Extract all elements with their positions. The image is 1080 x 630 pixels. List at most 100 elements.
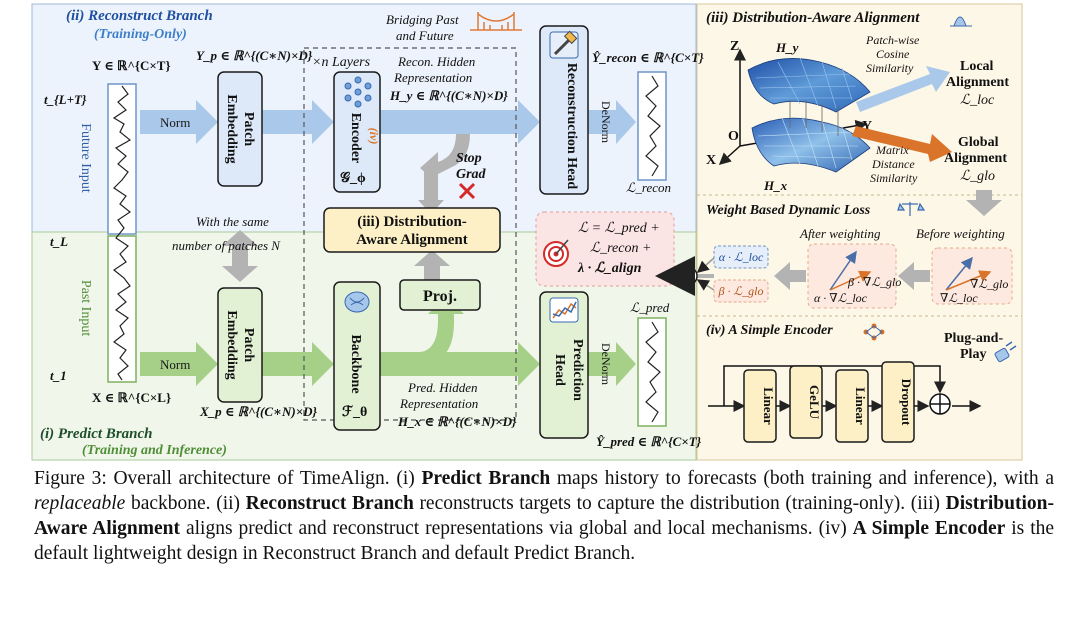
alpha-loc-label: α · ℒ_loc	[719, 250, 764, 264]
matrix-l2: Distance	[871, 157, 915, 171]
neural-network-icon	[344, 76, 372, 108]
pred-hidden-l3: H_x ∈ ℝ^{(C∗N)×D}	[397, 414, 517, 429]
beta-glo-label: β · ℒ_glo	[718, 284, 764, 298]
before-loc-vector	[945, 256, 973, 291]
encoder-label: Encoder	[348, 113, 363, 164]
recon-output-signal	[645, 75, 661, 177]
proj-up-arrow	[414, 250, 450, 280]
dist-align-l2: Aware Alignment	[356, 232, 468, 248]
backbone-box	[333, 281, 381, 431]
y-recon-label: Ŷ_recon ∈ ℝ^{C×T}	[592, 50, 704, 65]
proj-box	[399, 279, 481, 311]
recon-output-window	[637, 71, 667, 181]
caption-s1-pre: (i)	[396, 468, 422, 489]
stop-grad-l1: Stop	[456, 151, 482, 166]
matrix-l1: Matrix	[875, 143, 909, 157]
stop-grad-stem	[424, 170, 438, 206]
plug-icon	[994, 341, 1017, 363]
pred-output-signal	[645, 321, 661, 423]
total-loss-l1: ℒ = ℒ_pred +	[578, 221, 660, 236]
y-pred-label: Ŷ_pred ∈ ℝ^{C×T}	[596, 434, 702, 449]
same-patches-l2: number of patches N	[172, 238, 281, 253]
axis-x: X	[706, 153, 716, 168]
caption-s4-pre: (iv)	[812, 518, 853, 539]
pred-patch-embedding	[217, 287, 263, 403]
caption-s3-post: aligns predict and reconstruct represent…	[180, 518, 813, 539]
recon-head-box	[539, 25, 589, 195]
predict-branch-title: (i) Predict Branch	[40, 426, 153, 442]
hx-label: H_x	[763, 178, 788, 193]
pred-norm-arrow	[140, 342, 218, 386]
sigma-label: Σ	[684, 270, 692, 284]
pred-denorm: DeNorm	[599, 343, 613, 386]
recon-patch-embedding	[217, 71, 263, 187]
pred-embed-arrow	[262, 342, 334, 386]
before-glo-label: ∇ℒ_glo	[970, 277, 1008, 291]
panel-iii-title: (iii) Distribution-Aware Alignment	[706, 10, 920, 26]
local-arrow	[856, 66, 950, 112]
global-l2: Alignment	[944, 151, 1007, 166]
backbone-symbol: ℱ_θ	[342, 405, 367, 420]
pred-output-window	[637, 317, 667, 427]
layer-box-1	[789, 365, 823, 439]
future-matrix: Y ∈ ℝ^{C×T}	[92, 58, 171, 73]
balance-icon	[897, 202, 926, 216]
encoder-flow	[708, 365, 982, 412]
encoder-box	[333, 71, 381, 193]
after-glo-label: β · ∇ℒ_glo	[847, 275, 901, 289]
layer-box-3	[881, 361, 915, 443]
brain-icon	[344, 291, 370, 313]
matrix-l3: Similarity	[870, 171, 918, 185]
layer-label-2: Linear	[853, 387, 868, 425]
predict-branch-subtitle: (Training and Inference)	[82, 443, 227, 458]
caption-s2-pre: (ii)	[210, 493, 246, 514]
recon-patch-l1: Patch	[241, 112, 256, 146]
caption-s4-bold: A Simple Encoder	[852, 518, 1006, 539]
caption-s3-pre: (iii)	[905, 493, 946, 514]
layer-label-3: Dropout	[899, 379, 914, 426]
before-weighting: Before weighting	[916, 226, 1005, 241]
bridge-icon	[470, 12, 522, 31]
tick-t-L: t_L	[50, 234, 68, 249]
recon-branch-subtitle: (Training-Only)	[94, 27, 187, 42]
future-input-window	[107, 83, 137, 235]
patch-cos-l3: Similarity	[866, 61, 914, 75]
caption-s2-bold: Reconstruct Branch	[245, 493, 414, 514]
after-loc-label: α · ∇ℒ_loc	[814, 291, 868, 305]
after-to-terms-arrow	[774, 262, 806, 290]
distribution-icon	[950, 16, 972, 27]
same-patches-l1: With the same	[196, 214, 269, 229]
recon-branch-title: (ii) Reconstruct Branch	[66, 8, 213, 24]
recon-head-arrow	[588, 100, 636, 144]
total-loss-l3: λ · ℒ_align	[577, 261, 642, 276]
alpha-to-sigma	[696, 257, 715, 273]
total-loss-box	[535, 211, 675, 287]
hx-surface	[751, 115, 871, 173]
patch-cos-l2: Cosine	[876, 47, 910, 61]
beta-glo-box	[713, 279, 769, 303]
layer-box-2	[835, 369, 869, 443]
recon-hidden-l2: Representation	[393, 70, 472, 85]
chart-icon	[549, 297, 579, 323]
before-to-after-arrow	[898, 262, 930, 290]
layers-label: ×n Layers	[312, 55, 371, 70]
proj-label: Proj.	[423, 288, 457, 305]
proj-branch-arrow	[420, 296, 464, 364]
total-loss-l2: ℒ_recon +	[590, 241, 651, 256]
axis-o: O	[728, 129, 739, 144]
recon-norm-label: Norm	[160, 115, 190, 130]
past-input-label: Past Input	[78, 280, 93, 337]
xp-label: X_p ∈ ℝ^{(C∗N)×D}	[199, 404, 318, 419]
after-box	[807, 243, 897, 309]
future-input-label: Future Input	[78, 123, 93, 193]
patch-lines	[789, 100, 839, 136]
axis-z: Z	[730, 39, 739, 54]
pred-head-l1: Prediction	[570, 339, 585, 401]
local-l3: ℒ_loc	[960, 93, 995, 108]
layers-region	[303, 47, 517, 421]
layer-box-0	[743, 369, 777, 443]
axis-y: Y	[862, 119, 872, 134]
hy-surface	[747, 57, 871, 113]
hy-label: H_y	[775, 40, 799, 55]
layer-label-1: GeLU	[807, 385, 822, 420]
